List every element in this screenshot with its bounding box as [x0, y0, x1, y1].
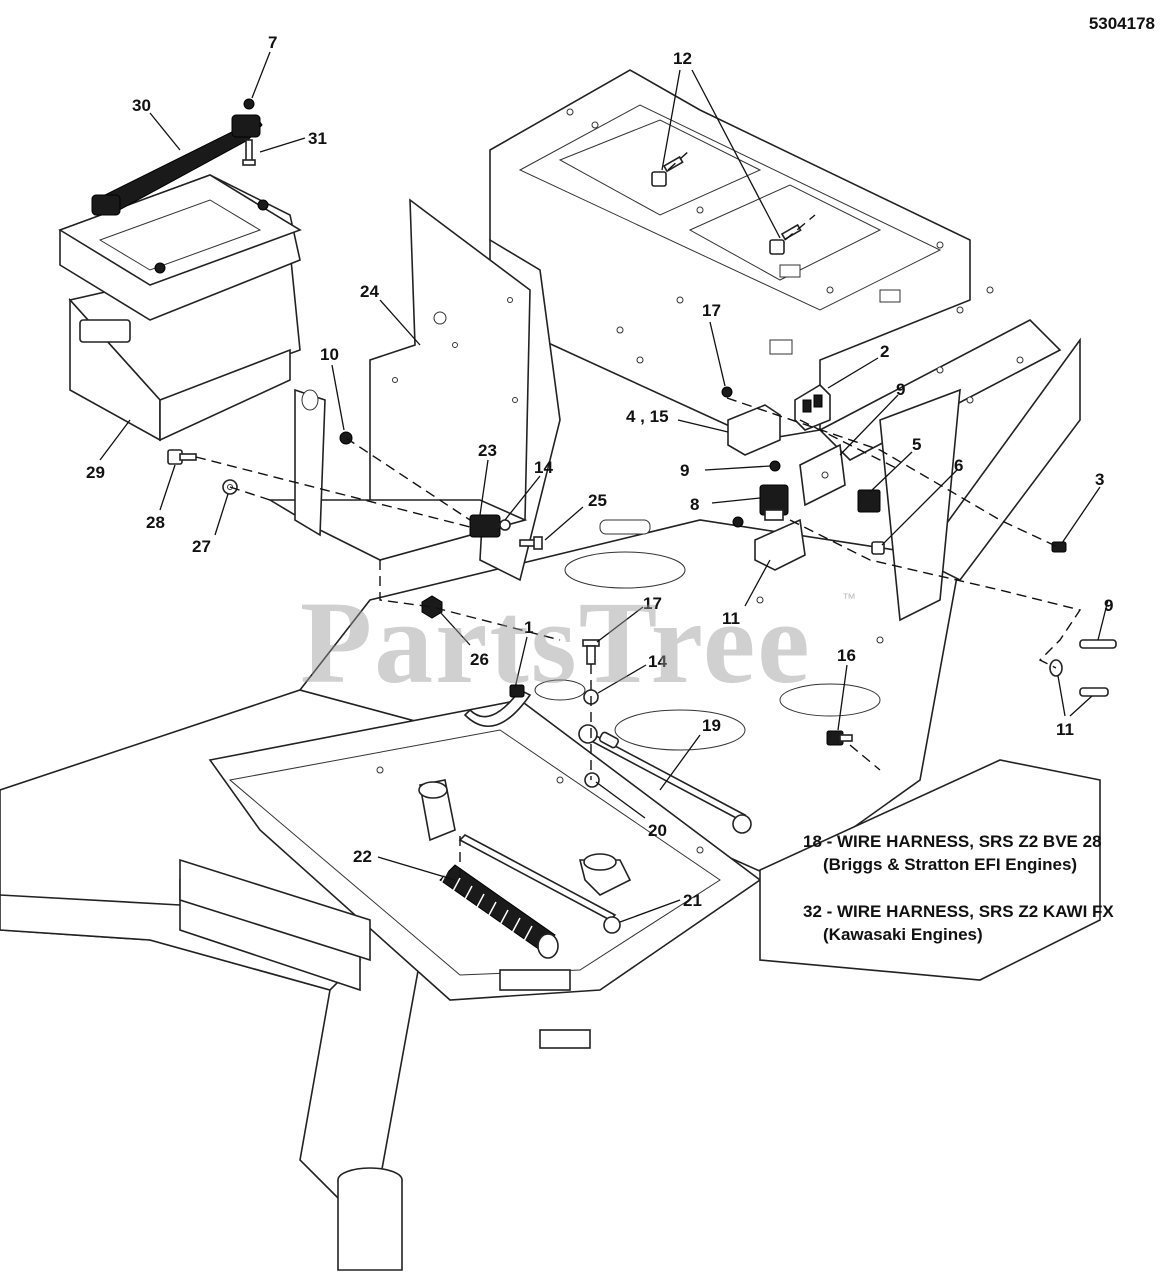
callout-26: 26 [470, 650, 489, 669]
callout-2: 2 [880, 342, 889, 361]
callout-8: 8 [690, 495, 699, 514]
callout-6: 6 [954, 456, 963, 475]
callout-24: 24 [360, 282, 379, 301]
callout-4-15: 4 , 15 [626, 407, 669, 426]
battery-bracket [267, 198, 531, 561]
callout-3: 3 [1095, 470, 1104, 489]
watermark: PartsTree [300, 577, 812, 708]
note-32: 32 - WIRE HARNESS, SRS Z2 KAWI FX (Kawas… [803, 900, 1114, 946]
callout-22: 22 [353, 847, 372, 866]
note-18: 18 - WIRE HARNESS, SRS Z2 BVE 28 (Briggs… [803, 830, 1102, 876]
callout-20: 20 [648, 821, 667, 840]
callout-7: 7 [268, 33, 277, 52]
bolt-31 [242, 139, 256, 166]
callout-14: 14 [534, 458, 553, 477]
callout-10: 10 [320, 345, 339, 364]
callout-28: 28 [146, 513, 165, 532]
nut-7 [243, 98, 255, 110]
callout-11: 11 [722, 609, 740, 628]
callout-17: 17 [702, 301, 721, 320]
callout-5: 5 [912, 435, 921, 454]
callout-30: 30 [132, 96, 151, 115]
trademark-symbol: ™ [842, 590, 856, 606]
callout-1: 1 [524, 618, 533, 637]
callout-14: 14 [648, 652, 667, 671]
callout-19: 19 [702, 716, 721, 735]
callout-27: 27 [192, 537, 211, 556]
document-number: 5304178 [1088, 14, 1155, 33]
callout-9: 9 [1104, 596, 1113, 615]
battery-strap [91, 114, 263, 216]
note-32-title: 32 - WIRE HARNESS, SRS Z2 KAWI FX [803, 902, 1114, 921]
callout-25: 25 [588, 491, 607, 510]
callout-9: 9 [680, 461, 689, 480]
leader-lines [99, 51, 1109, 923]
callout-12: 12 [673, 49, 692, 68]
callout-numbers: 7 30 31 29 28 27 24 10 23 14 25 26 1 17 … [86, 33, 1113, 910]
callout-31: 31 [308, 129, 327, 148]
callout-17: 17 [643, 594, 662, 613]
note-18-subtitle: (Briggs & Stratton EFI Engines) [823, 855, 1078, 874]
callout-11: 11 [1056, 720, 1074, 739]
small-parts [167, 155, 1117, 959]
note-18-title: 18 - WIRE HARNESS, SRS Z2 BVE 28 [803, 832, 1102, 851]
callout-29: 29 [86, 463, 105, 482]
callout-9: 9 [896, 380, 905, 399]
callout-16: 16 [837, 646, 856, 665]
callout-21: 21 [683, 891, 702, 910]
callout-23: 23 [478, 441, 497, 460]
note-32-subtitle: (Kawasaki Engines) [823, 925, 983, 944]
